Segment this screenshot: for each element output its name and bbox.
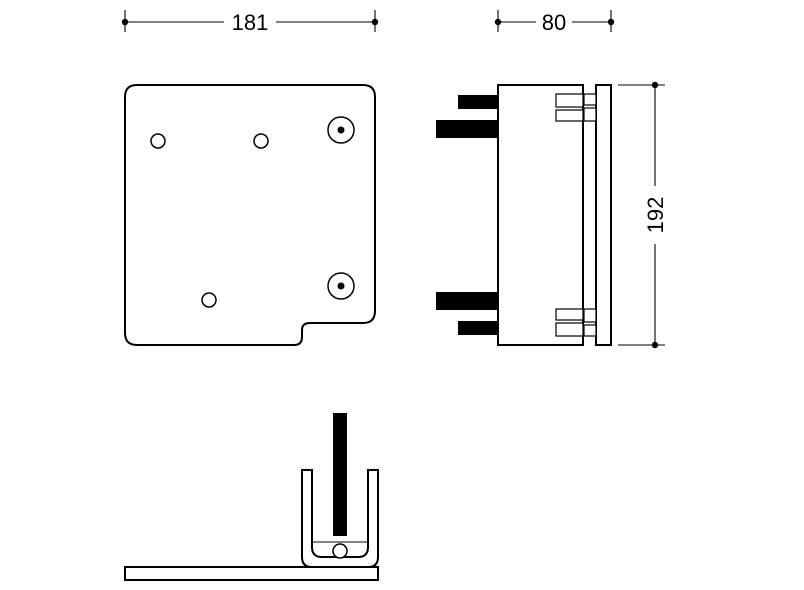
fastener-detail (555, 109, 584, 122)
dimension-end-dot (121, 18, 129, 26)
mounting-stud (458, 321, 498, 335)
dimension-depth: 80 (494, 10, 615, 35)
front-view (124, 84, 376, 346)
hole-small (201, 292, 217, 308)
side-view (436, 84, 612, 346)
hole-small (253, 133, 269, 149)
dimension-label-depth: 80 (542, 10, 566, 35)
plate-outline (124, 84, 376, 346)
bracket-body (497, 84, 584, 346)
fastener-detail (555, 308, 584, 321)
standoff-block (583, 107, 597, 122)
bottom-section-view (124, 413, 379, 581)
mounting-stud (458, 95, 498, 109)
dimension-width: 181 (121, 10, 379, 35)
standoff-block (583, 93, 597, 106)
mounting-hole-center (337, 282, 345, 290)
dimension-end-dot (651, 81, 659, 89)
back-plate-edge (595, 84, 612, 346)
standoff-block (583, 324, 597, 337)
fastener-detail (555, 93, 584, 108)
base-plate-edge (124, 566, 379, 581)
dimension-end-dot (607, 18, 615, 26)
hole-small (150, 133, 166, 149)
dimension-label-width: 181 (232, 10, 269, 35)
mounting-hole-center (337, 126, 345, 134)
standoff-block (583, 308, 597, 323)
u-channel-profile (301, 469, 379, 568)
fastener-detail (555, 322, 584, 337)
glass-panel-edge (333, 413, 347, 536)
channel-screw-detail (332, 543, 348, 559)
dimension-end-dot (371, 18, 379, 26)
dimension-label-height: 192 (643, 197, 668, 234)
dimension-end-dot (651, 341, 659, 349)
dimension-height: 192 (618, 81, 668, 349)
dimension-end-dot (494, 18, 502, 26)
mounting-stud (436, 292, 498, 310)
mounting-stud (436, 120, 498, 138)
